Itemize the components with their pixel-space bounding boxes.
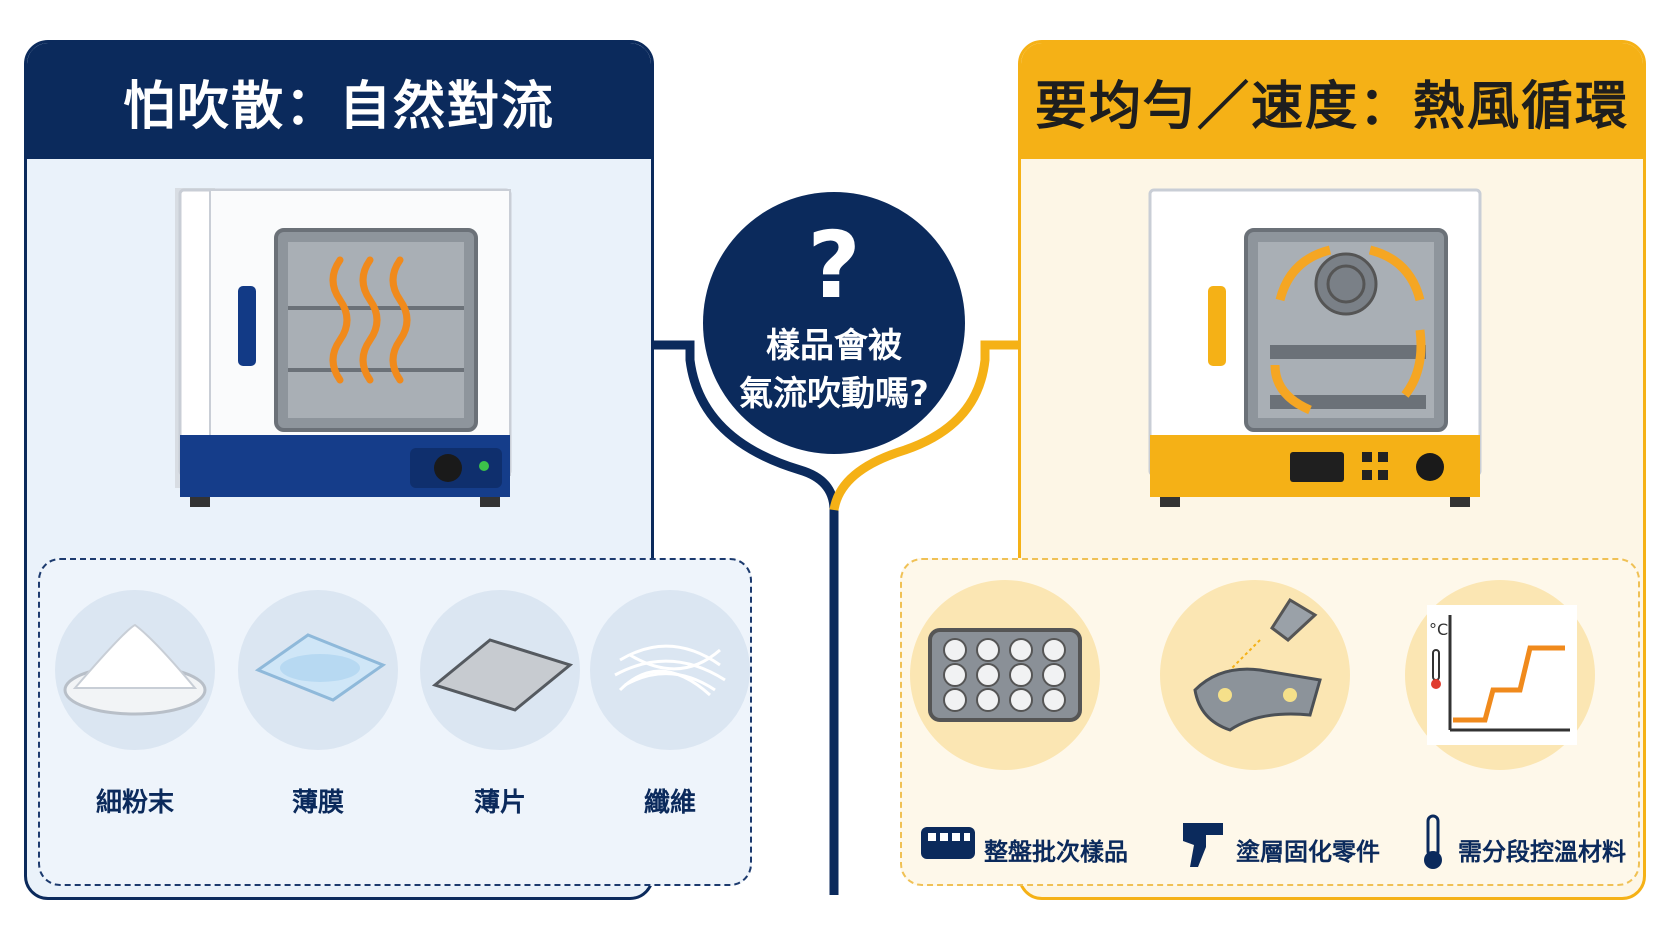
airflow-arrow-icon	[1275, 245, 1332, 302]
door-handle	[238, 286, 256, 366]
natural-convection-oven	[175, 188, 512, 507]
question-mark-icon: ?	[807, 212, 861, 319]
digital-display	[1290, 452, 1344, 482]
right-sample-label-stepped-temp: 需分段控溫材料	[1458, 838, 1626, 866]
temperature-knob	[1416, 453, 1444, 481]
question-line-1: 樣品會被	[766, 326, 902, 366]
batch-tray-image	[910, 580, 1100, 770]
coated-part-image	[1160, 580, 1350, 770]
thermometer-icon	[1424, 814, 1442, 869]
sample-label-thin-sheet: 薄片	[473, 788, 526, 818]
spray-gun-icon	[1183, 823, 1223, 867]
question-circle: ? 樣品會被 氣流吹動嗎?	[703, 192, 965, 454]
thin-film-image	[238, 590, 398, 750]
right-sample-label-coating: 塗層固化零件	[1236, 838, 1380, 866]
navy-branch-line	[610, 340, 839, 895]
fan-icon	[1314, 252, 1378, 316]
thin-sheet-image	[420, 590, 580, 750]
amber-branch-line	[829, 340, 1055, 511]
stepped-temperature-chart-image: °C	[1405, 580, 1595, 770]
temperature-knob	[434, 454, 462, 482]
door-handle	[1208, 286, 1226, 366]
celsius-unit-label: °C	[1429, 620, 1448, 639]
right-sample-label-tray: 整盤批次樣品	[984, 838, 1128, 866]
question-line-2: 氣流吹動嗎?	[739, 374, 929, 414]
natural-convection-title: 怕吹散：自然對流	[27, 43, 651, 159]
sample-label-fine-powder: 細粉末	[95, 788, 174, 818]
sample-label-thin-film: 薄膜	[291, 788, 344, 818]
heat-wave-icon	[329, 256, 351, 384]
fine-powder-image	[55, 590, 215, 750]
question-text: 樣品會被 氣流吹動嗎?	[703, 322, 965, 418]
forced-air-title: 要均勻／速度：熱風循環	[1021, 43, 1643, 159]
forced-air-oven	[1148, 188, 1482, 507]
sample-label-fiber: 纖維	[643, 788, 696, 818]
tray-icon	[921, 827, 975, 859]
fiber-image	[590, 590, 750, 750]
